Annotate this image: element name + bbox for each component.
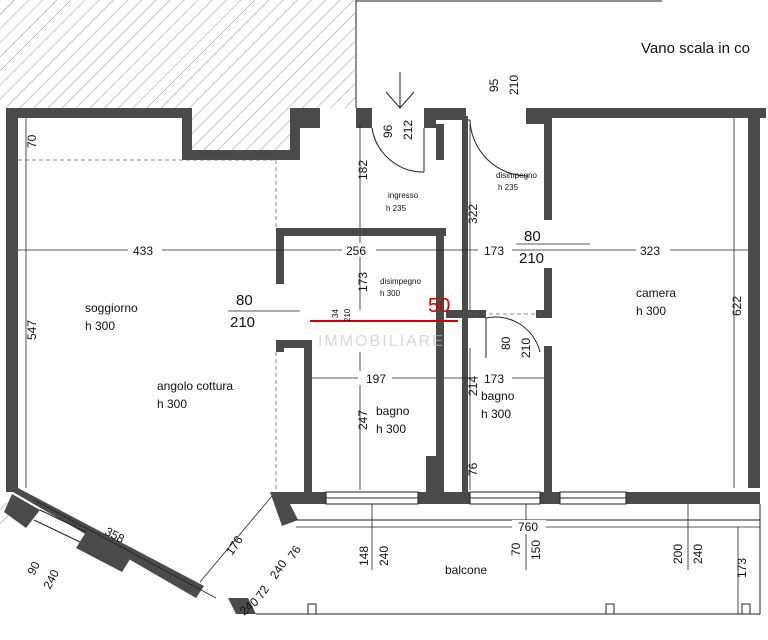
- door-mid-a: 34: [331, 309, 340, 318]
- dim-547: 547: [25, 320, 39, 340]
- room-cottura-height: h 300: [157, 397, 187, 411]
- room-disimpegno-mid-height: h 300: [380, 289, 401, 298]
- door-camera-width: 80: [524, 228, 541, 245]
- dimension-lines: [18, 118, 748, 614]
- win-240-a: 240: [377, 546, 391, 566]
- dim-322: 322: [466, 204, 480, 224]
- room-bagno-left-height: h 300: [376, 422, 406, 436]
- scale-label: 50: [428, 295, 450, 317]
- door-soggiorno-width: 80: [236, 292, 253, 309]
- win-70: 70: [509, 542, 523, 556]
- win-148: 148: [357, 546, 371, 566]
- dim-173-right: 173: [735, 558, 749, 578]
- door-camera-height: 210: [519, 250, 544, 267]
- room-disimpegno-top-name: disimpegno: [496, 171, 537, 180]
- dim-176: 176: [223, 533, 246, 558]
- room-bagno-right-height: h 300: [481, 407, 511, 421]
- win-72: 72: [253, 583, 272, 602]
- room-bagno-right-name: bagno: [481, 389, 515, 403]
- win-240-b: 240: [691, 544, 705, 564]
- room-ingresso-name: ingresso: [388, 191, 419, 200]
- room-camera-height: h 300: [636, 304, 666, 318]
- door-swings: [371, 72, 541, 358]
- stair-label: Vano scala in co: [641, 40, 750, 57]
- room-ingresso-height: h 235: [386, 204, 407, 213]
- window-strips: [33, 491, 627, 543]
- win-240-d: 240: [267, 557, 290, 582]
- door-entry-height: 212: [401, 120, 415, 140]
- walls: [4, 108, 766, 614]
- door-top-width: 95: [487, 78, 501, 92]
- door-entry-width: 96: [381, 124, 395, 138]
- door-bagno-height: 210: [519, 338, 533, 358]
- dim-76: 76: [466, 462, 480, 476]
- room-soggiorno-name: soggiorno: [85, 301, 138, 315]
- dim-760: 760: [518, 520, 538, 534]
- room-camera-name: camera: [636, 286, 676, 300]
- dim-173-mid: 173: [484, 372, 504, 386]
- win-240-c: 240: [40, 567, 62, 592]
- dim-256: 256: [346, 244, 366, 258]
- door-top-height: 210: [507, 75, 521, 95]
- stair-outline: [355, 0, 662, 108]
- room-disimpegno-top-height: h 235: [498, 183, 519, 192]
- room-bagno-left-name: bagno: [376, 404, 410, 418]
- watermark: IMMOBILIARE: [318, 333, 445, 350]
- room-disimpegno-mid-name: disimpegno: [380, 277, 421, 286]
- dim-622: 622: [730, 296, 744, 316]
- dim-70: 70: [25, 134, 39, 148]
- dim-214: 214: [466, 376, 480, 396]
- win-150: 150: [529, 540, 543, 560]
- dashed-lines: [18, 159, 544, 490]
- dim-247: 247: [356, 410, 370, 430]
- dim-173-vert: 173: [356, 272, 370, 292]
- dim-197: 197: [366, 372, 386, 386]
- dim-182: 182: [356, 160, 370, 180]
- dim-323: 323: [640, 244, 660, 258]
- room-soggiorno-height: h 300: [85, 319, 115, 333]
- dim-173-top: 173: [484, 244, 504, 258]
- door-mid-b: 210: [343, 308, 352, 322]
- win-200: 200: [671, 544, 685, 564]
- hatched-area: [0, 0, 355, 152]
- dim-433: 433: [133, 244, 153, 258]
- room-balcone-name: balcone: [445, 563, 487, 577]
- win-90: 90: [24, 559, 43, 578]
- win-76: 76: [285, 543, 304, 562]
- door-soggiorno-height: 210: [230, 314, 255, 331]
- door-bagno-width: 80: [499, 336, 513, 350]
- room-cottura-name: angolo cottura: [157, 379, 233, 393]
